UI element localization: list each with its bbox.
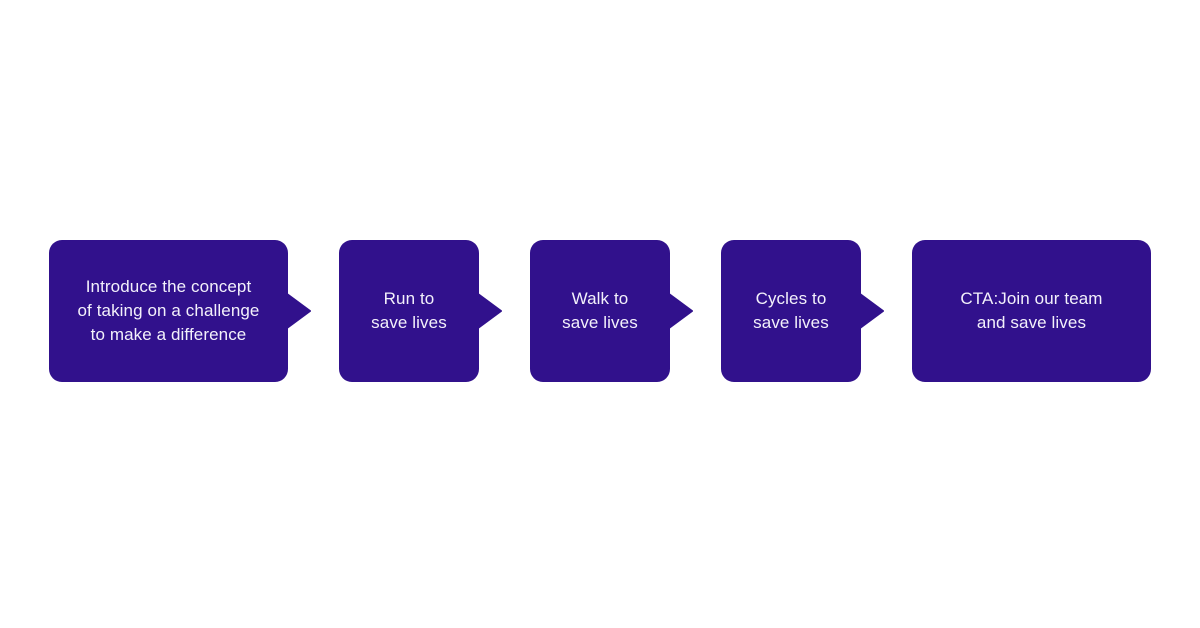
- flow-step-intro: Introduce the concept of taking on a cha…: [49, 240, 311, 382]
- flow-step-walk-label: Walk to save lives: [562, 289, 638, 332]
- flow-step-run-label: Run to save lives: [371, 289, 447, 332]
- arrow-right-icon: [287, 293, 311, 329]
- arrow-right-icon: [478, 293, 502, 329]
- flow-step-cycles: Cycles to save lives: [721, 240, 884, 382]
- arrow-right-icon: [860, 293, 884, 329]
- flow-step-cta-label: CTA:Join our team and save lives: [960, 289, 1103, 332]
- flow-step-walk: Walk to save lives: [530, 240, 693, 382]
- flow-step-run: Run to save lives: [339, 240, 502, 382]
- flow-row: Introduce the concept of taking on a cha…: [49, 240, 1151, 382]
- flow-step-intro-label: Introduce the concept of taking on a cha…: [77, 277, 260, 344]
- flow-step-cta: CTA:Join our team and save lives: [912, 240, 1151, 382]
- flow-step-cycles-label: Cycles to save lives: [753, 289, 829, 332]
- arrow-right-icon: [669, 293, 693, 329]
